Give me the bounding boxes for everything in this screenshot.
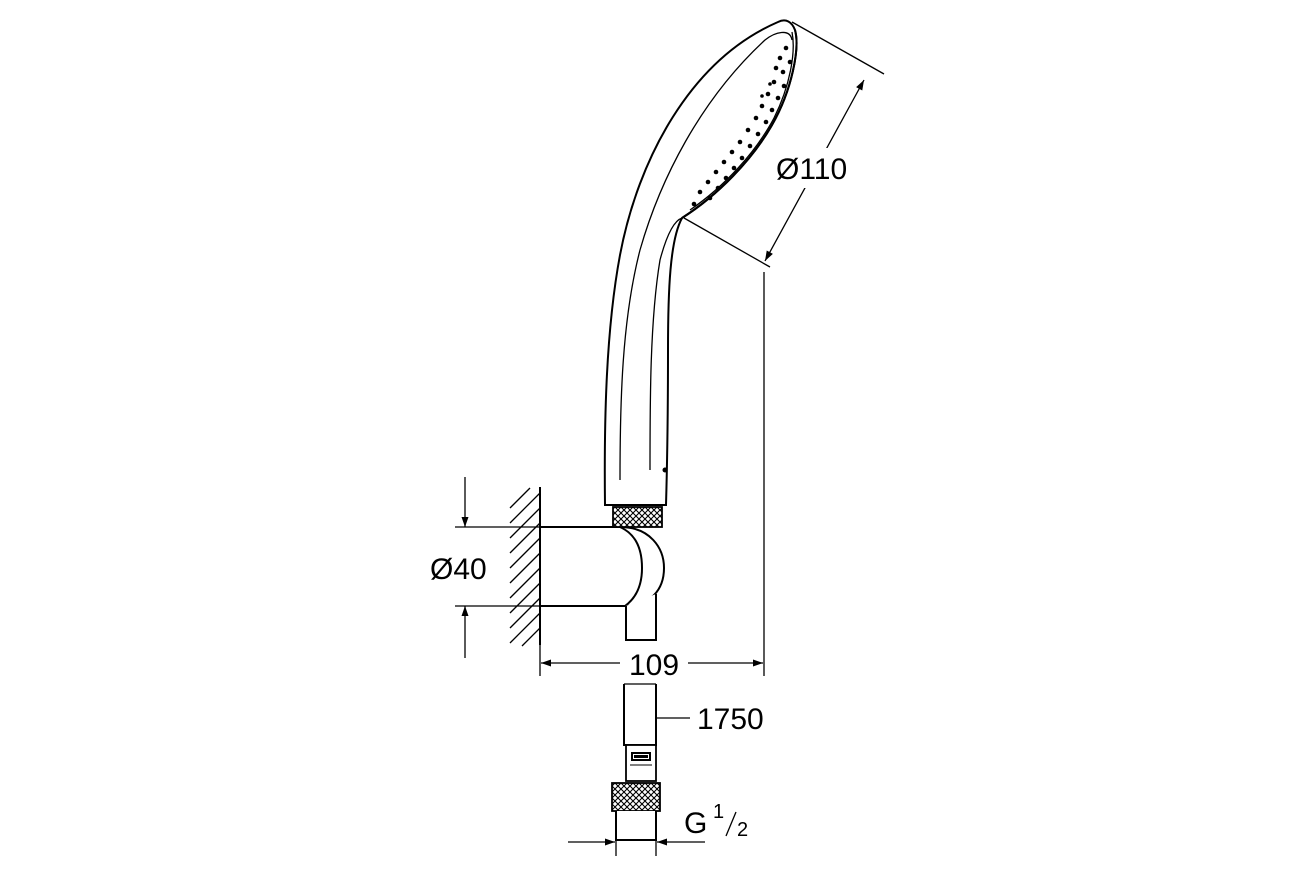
wall-bracket [539, 526, 666, 641]
wall-hatching [509, 487, 541, 647]
brand-logo-mark [630, 752, 652, 766]
dim-head-diameter: Ø110 [683, 21, 885, 268]
shower-hose [611, 683, 661, 841]
hose-nut-bottom [611, 782, 661, 812]
wall [509, 487, 541, 647]
svg-text:1750: 1750 [697, 703, 764, 736]
svg-text:Ø40: Ø40 [430, 553, 487, 586]
hand-shower [603, 19, 798, 528]
handle-dot [662, 467, 668, 473]
dim-bracket-diameter: Ø40 [430, 477, 540, 658]
hose-ferrule [625, 744, 657, 782]
dim-hose-length: 1750 [656, 703, 764, 736]
svg-text:G: G [684, 807, 707, 840]
svg-text:1: 1 [713, 801, 724, 823]
hose-nut-top [612, 506, 663, 528]
svg-text:109: 109 [629, 649, 679, 682]
dim-thread: G 1 2 [568, 801, 748, 856]
svg-text:2: 2 [737, 819, 748, 841]
svg-text:Ø110: Ø110 [776, 153, 847, 186]
dim-projection: 109 [539, 272, 765, 682]
